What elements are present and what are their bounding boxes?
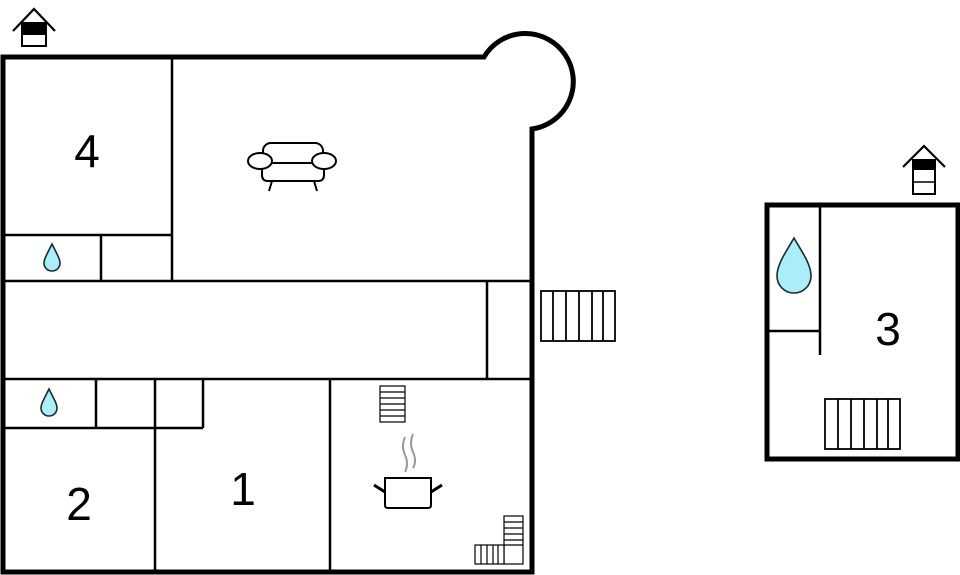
stairs-icon xyxy=(474,515,524,565)
interior-walls xyxy=(3,57,532,572)
water-drop-icon xyxy=(43,242,61,272)
room-2-label: 2 xyxy=(66,478,92,530)
room-4-label: 4 xyxy=(74,125,100,177)
room-3-label: 3 xyxy=(875,303,901,355)
sofa-icon xyxy=(247,142,337,192)
entrance-house-icon xyxy=(902,144,946,195)
water-drop-icon xyxy=(40,387,58,417)
stairs-icon xyxy=(379,385,406,423)
water-drop-icon xyxy=(776,236,812,294)
stairs-icon xyxy=(824,398,901,450)
room-1-label: 1 xyxy=(230,463,256,515)
stairs-icon xyxy=(540,290,616,342)
entrance-house-icon xyxy=(12,7,56,47)
cooking-pot-icon xyxy=(373,433,443,509)
annex-building xyxy=(764,202,960,462)
main-building-outer-walls xyxy=(0,30,576,575)
